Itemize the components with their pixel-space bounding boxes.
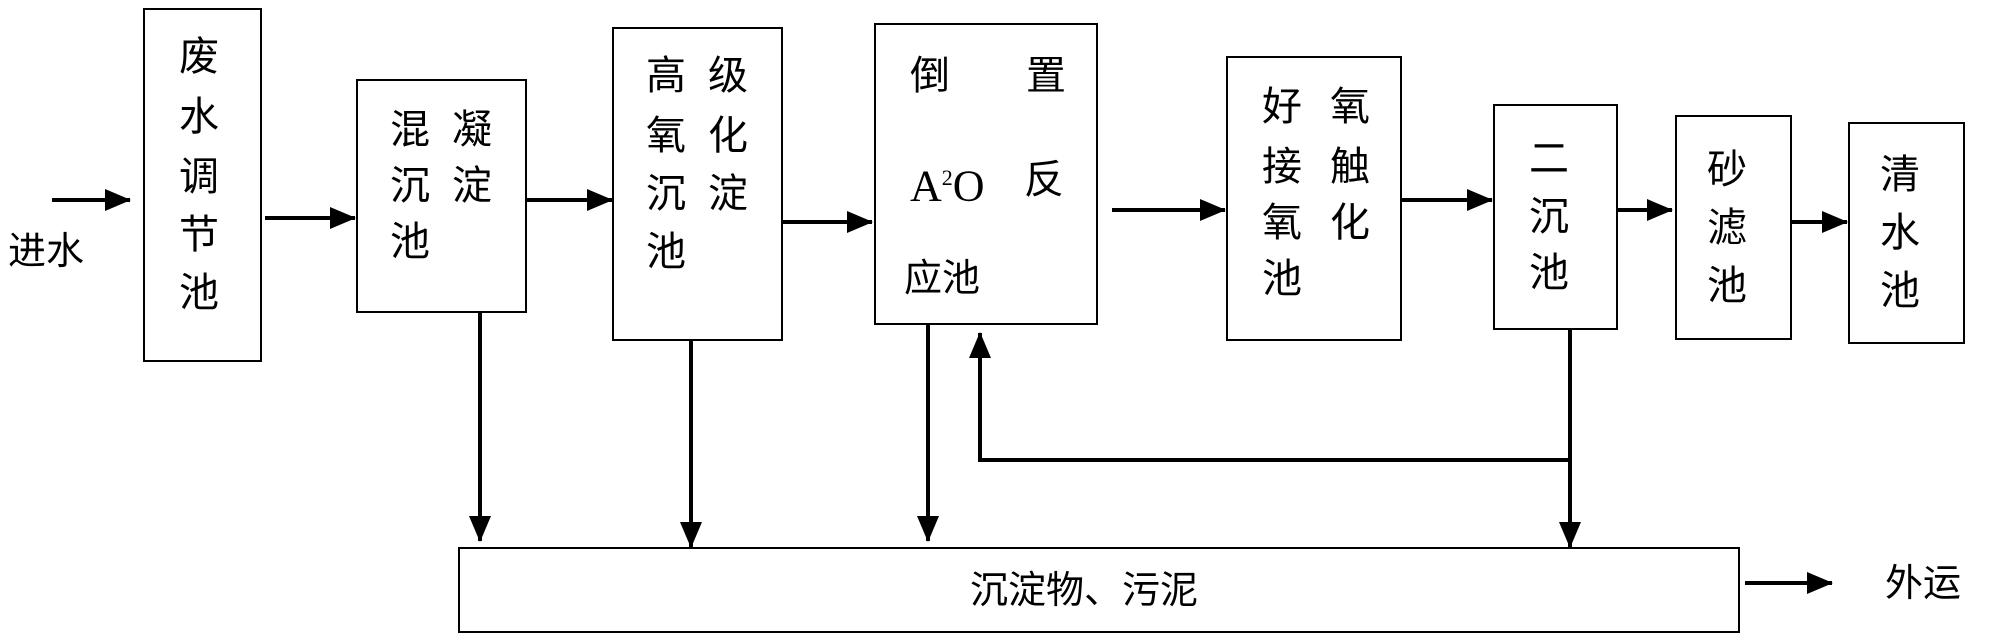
sand-char-2: 滤	[1707, 205, 1747, 251]
equalization-char-2: 水	[179, 94, 219, 140]
a2o-letter-a: A	[910, 161, 942, 211]
adv-char-6: 淀	[708, 171, 748, 217]
clarifier-char-3: 池	[1529, 250, 1569, 296]
sand-char-3: 池	[1707, 263, 1747, 309]
return-sludge-line	[969, 332, 1570, 462]
sand-filter: 砂 滤 池	[1675, 115, 1792, 340]
coag-char-1: 混	[390, 107, 430, 153]
coag-char-2: 凝	[452, 107, 492, 153]
inlet-label: 进水	[8, 229, 85, 273]
sludge-label: 沉淀物、污泥	[970, 568, 1199, 612]
clear-char-1: 清	[1880, 152, 1920, 198]
a2o-symbol: A2O	[910, 153, 985, 212]
aerobic-char-1: 好	[1262, 84, 1302, 130]
clarifier-char-2: 沉	[1529, 194, 1569, 240]
a2o-char-zhi: 置	[1026, 53, 1066, 99]
coagulation-settling-tank: 混 凝 沉 淀 池	[356, 79, 527, 313]
aerobic-char-4: 触	[1330, 144, 1370, 190]
coag-char-5: 池	[390, 219, 430, 265]
clear-char-2: 水	[1880, 210, 1920, 256]
a2o-letter-o: O	[952, 161, 985, 211]
secondary-clarifier: 二 沉 池	[1493, 104, 1618, 330]
equalization-char-3: 调	[179, 154, 219, 200]
inverted-a2o-reactor: 倒 置 A2O 反 应池	[874, 23, 1098, 325]
clear-water-tank: 清 水 池	[1848, 122, 1965, 344]
advanced-oxidation-settling-tank: 高 级 氧 化 沉 淀 池	[612, 27, 783, 341]
a2o-superscript: 2	[941, 165, 953, 190]
a2o-text-yingchi: 应池	[904, 256, 981, 300]
adv-char-2: 级	[708, 53, 748, 99]
aerobic-char-2: 氧	[1330, 84, 1370, 130]
clear-char-3: 池	[1880, 268, 1920, 314]
aerobic-char-5: 氧	[1262, 200, 1302, 246]
adv-char-7: 池	[646, 229, 686, 275]
coag-char-3: 沉	[390, 163, 430, 209]
equalization-char-4: 节	[179, 212, 219, 258]
equalization-char-5: 池	[179, 270, 219, 316]
sand-char-1: 砂	[1707, 147, 1747, 193]
adv-char-1: 高	[646, 53, 686, 99]
aerobic-char-6: 化	[1330, 200, 1370, 246]
adv-char-4: 化	[708, 113, 748, 159]
equalization-char-1: 废	[179, 34, 219, 80]
adv-char-3: 氧	[646, 113, 686, 159]
aerobic-char-7: 池	[1262, 256, 1302, 302]
clarifier-char-1: 二	[1529, 136, 1569, 182]
a2o-char-fan: 反	[1024, 157, 1064, 203]
outlet-label: 外运	[1885, 561, 1962, 605]
a2o-char-dao: 倒	[910, 53, 950, 99]
equalization-tank: 废 水 调 节 池	[143, 8, 262, 362]
sludge-collection-box: 沉淀物、污泥	[458, 547, 1740, 633]
aerobic-char-3: 接	[1262, 144, 1302, 190]
coag-char-4: 淀	[452, 163, 492, 209]
aerobic-contact-oxidation-tank: 好 氧 接 触 氧 化 池	[1226, 56, 1402, 341]
adv-char-5: 沉	[646, 171, 686, 217]
